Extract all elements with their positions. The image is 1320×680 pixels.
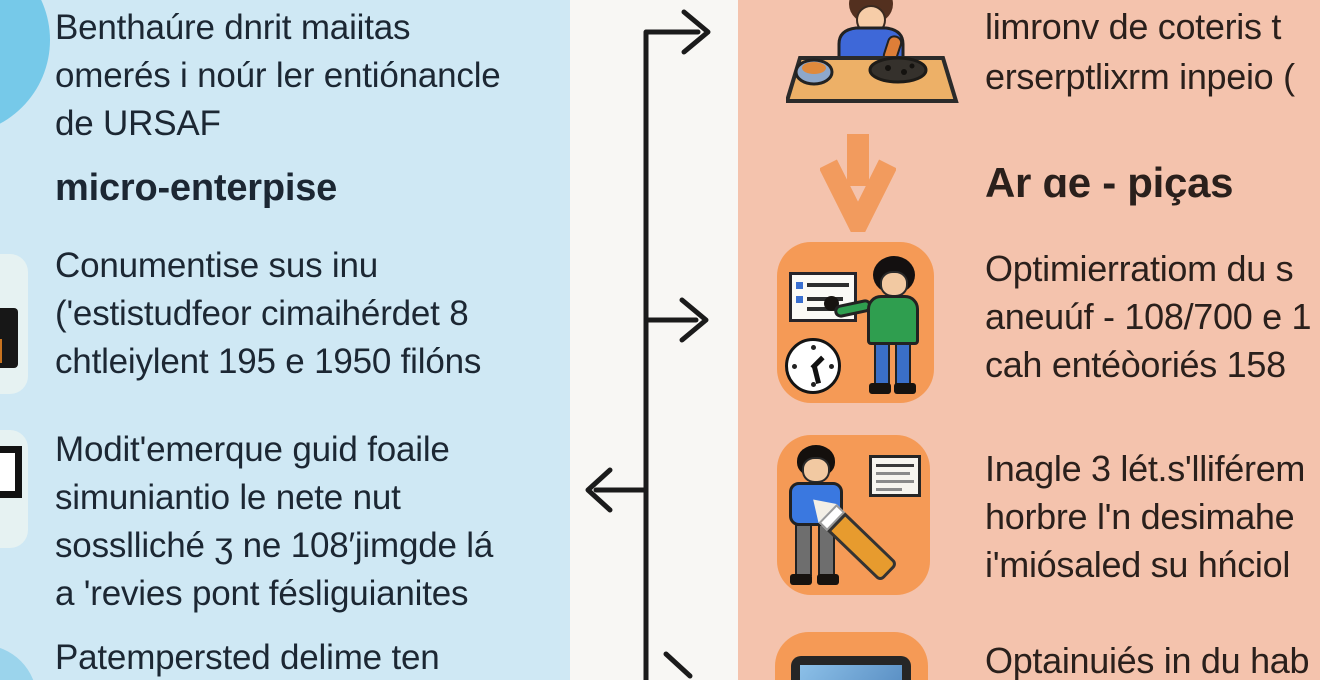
down-arrow-icon [820, 134, 896, 232]
checklist-bullet-icon [796, 282, 803, 289]
calculator-icon [0, 308, 18, 368]
right-block3-line2: horbre l'n desimahe [985, 496, 1295, 537]
person-dining-icon [786, 0, 959, 103]
left-block3-line1: Modit'emerque guid foaile [55, 430, 450, 469]
right-block1-line2: erserptlixrm inpeio ( [985, 56, 1295, 97]
clock-icon [785, 338, 841, 394]
left-block3-line3: sosslliché ʒ ne 108′jimgde lá [55, 526, 494, 565]
document-icon [869, 455, 921, 497]
presenter-person-icon [824, 256, 927, 398]
checklist-bullet-icon [796, 296, 803, 303]
left-block1-line2: omerés i noúr ler entiónancle [55, 56, 501, 95]
right-block4-line1: Optainuiés in du hab [985, 640, 1310, 680]
flow-gutter [570, 0, 738, 680]
circle-decoration-bottom-icon [0, 645, 37, 680]
right-block2-line3: cah entéòoriés 158 [985, 344, 1286, 385]
calculator-key-icon [0, 339, 2, 363]
left-block3-line2: simuniantio le nete nut [55, 478, 401, 517]
left-block4-line1: Patempersted delime ten [55, 638, 440, 677]
planning-icon-card [777, 242, 934, 403]
laptop-icon [791, 656, 911, 680]
right-block3-line1: Inagle 3 lét.s'lliférem [985, 448, 1306, 489]
laptop-icon-card [775, 632, 928, 680]
calculator-card [0, 254, 28, 394]
frame-card [0, 430, 28, 548]
clock-hand [810, 355, 825, 370]
right-block1-line1: limronv de coteris t [985, 6, 1282, 47]
right-block2-line2: aneuúf - 108/700 e 1 [985, 296, 1312, 337]
signing-icon-card [777, 435, 930, 595]
left-block2-line2: ('estistudfeor cimaihérdet 8 [55, 294, 469, 333]
left-block1-line1: Benthaúre dnrit maiitas [55, 8, 411, 47]
circle-decoration-top-icon [0, 0, 50, 135]
right-block3-line3: i'miósaled su hńciol [985, 544, 1291, 585]
left-block2-line3: chtleiylent 195 e 1950 filóns [55, 342, 482, 381]
document-frame-icon [0, 446, 22, 498]
left-block2-line1: Conumentise sus inu [55, 246, 379, 285]
left-block3-line4: a 'revies pont fésliguianites [55, 574, 469, 613]
left-heading: micro-enterpise [55, 167, 338, 209]
checklist-line [807, 283, 849, 287]
left-block1-line3: de URSAF [55, 104, 221, 143]
right-heading: Ar ɑe - piças [985, 159, 1234, 206]
right-block2-line1: Optimierratiom du s [985, 248, 1294, 289]
right-panel: limronv de coteris t erserptlixrm inpeio… [738, 0, 1320, 680]
laptop-screen [800, 665, 902, 680]
left-panel: Benthaúre dnrit maiitas omerés i noúr le… [0, 0, 570, 680]
